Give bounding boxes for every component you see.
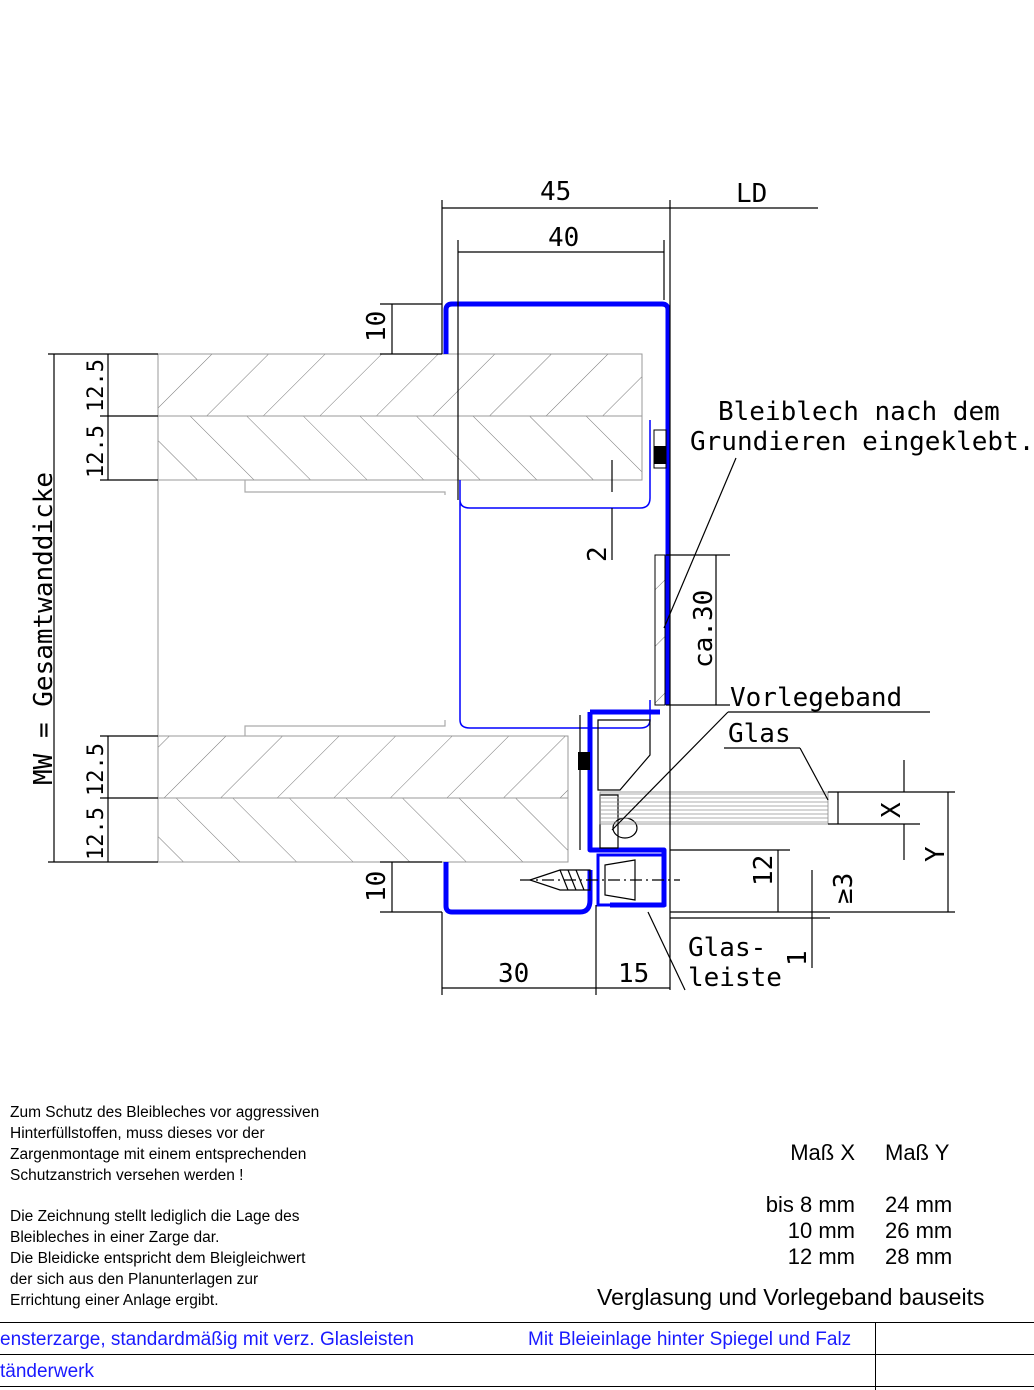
dim-ca30: ca.30 <box>689 590 719 668</box>
note-protection: Zum Schutz des Bleibleches vor aggressiv… <box>10 1102 319 1186</box>
leader-lines <box>611 457 930 991</box>
label-glasleiste-1: Glas- <box>688 933 766 963</box>
dim-1: 1 <box>783 950 813 966</box>
note-drawing-scope: Die Zeichnung stellt lediglich die Lage … <box>10 1206 306 1311</box>
dim-12-5-d: 12.5 <box>84 807 109 860</box>
dimension-lines <box>48 200 955 995</box>
note-line: Die Zeichnung stellt lediglich die Lage … <box>10 1208 300 1225</box>
dim-10-top: 10 <box>362 311 392 342</box>
dim-12: 12 <box>749 855 779 886</box>
dim-15: 15 <box>618 959 649 989</box>
dimension-table: Maß X Maß Y bis 8 mm 24 mm 10 mm 26 mm 1… <box>745 1140 975 1270</box>
dim-10-bot: 10 <box>362 871 392 902</box>
glass-bead <box>596 853 667 907</box>
table-caption: Verglasung und Vorlegeband bauseits <box>597 1284 985 1310</box>
dim-ge3: ≥3 <box>829 873 859 904</box>
dim-ld: LD <box>736 179 767 209</box>
table-row: bis 8 mm 24 mm <box>745 1192 975 1218</box>
label-vorlegeband: Vorlegeband <box>730 683 902 713</box>
footer-wall-type: tänderwerk <box>0 1361 94 1382</box>
dim-x: X <box>877 802 907 818</box>
label-bleiblech-1: Bleiblech nach dem <box>718 397 1000 427</box>
dim-12-5-a: 12.5 <box>84 359 109 412</box>
stud-profile <box>157 480 446 736</box>
footer-product-name: ensterzarge, standardmäßig mit verz. Gla… <box>0 1329 414 1350</box>
lead-sheet <box>654 554 666 706</box>
cell-y: 26 mm <box>885 1218 953 1243</box>
cell-y: 28 mm <box>885 1244 953 1269</box>
note-line: Errichtung einer Anlage ergibt. <box>10 1292 219 1309</box>
note-line: Zargenmontage mit einem entsprechenden <box>10 1146 307 1163</box>
cell-x: bis 8 mm <box>765 1192 855 1217</box>
table-row: 12 mm 28 mm <box>745 1244 975 1270</box>
footer-rule-top <box>0 1322 1034 1323</box>
label-bleiblech-2: Grundieren eingeklebt. <box>690 427 1034 457</box>
dim-mw: MW = Gesamtwanddicke <box>29 472 59 785</box>
frame-section-drawing: 45 40 LD 10 12.5 12.5 12.5 12.5 MW = Ges… <box>29 177 1034 995</box>
note-line: Schutzanstrich versehen werden ! <box>10 1167 244 1184</box>
note-line: Zum Schutz des Bleibleches vor aggressiv… <box>10 1104 320 1121</box>
dim-2: 2 <box>583 546 613 562</box>
footer-variant: Mit Bleieinlage hinter Spiegel und Falz <box>528 1329 852 1350</box>
dim-30: 30 <box>498 959 529 989</box>
header-x: Maß X <box>790 1140 855 1165</box>
dim-y: Y <box>921 846 951 862</box>
lead-dot-lower <box>578 752 590 770</box>
dim-12-5-c: 12.5 <box>84 743 109 796</box>
footer-rule-mid <box>0 1354 1034 1355</box>
lower-wall-boards <box>157 735 569 863</box>
note-line: Bleibleches in einer Zarge dar. <box>10 1229 220 1246</box>
glass-pane <box>599 791 829 825</box>
cell-x: 10 mm <box>787 1218 855 1243</box>
dim-12-5-b: 12.5 <box>84 425 109 478</box>
label-glas: Glas <box>728 719 791 749</box>
cell-y: 24 mm <box>885 1192 953 1217</box>
note-line: Hinterfüllstoffen, muss dieses vor der <box>10 1125 265 1142</box>
table-row: 10 mm 26 mm <box>745 1218 975 1244</box>
upper-wall-boards <box>157 353 643 481</box>
header-y: Maß Y <box>885 1140 950 1165</box>
dim-45: 45 <box>540 177 571 207</box>
note-line: Die Bleidicke entspricht dem Bleigleichw… <box>10 1250 306 1267</box>
cell-x: 12 mm <box>787 1244 855 1269</box>
footer-rule-bottom <box>0 1386 1034 1387</box>
screw <box>520 859 680 901</box>
label-glasleiste-2: leiste <box>688 963 782 993</box>
steel-frame-profile <box>443 301 671 915</box>
footer-divider <box>875 1322 876 1390</box>
table-header: Maß X Maß Y <box>745 1140 975 1166</box>
dim-40: 40 <box>548 223 579 253</box>
lead-dot-upper <box>654 446 666 464</box>
note-line: der sich aus den Planunterlagen zur <box>10 1271 259 1288</box>
